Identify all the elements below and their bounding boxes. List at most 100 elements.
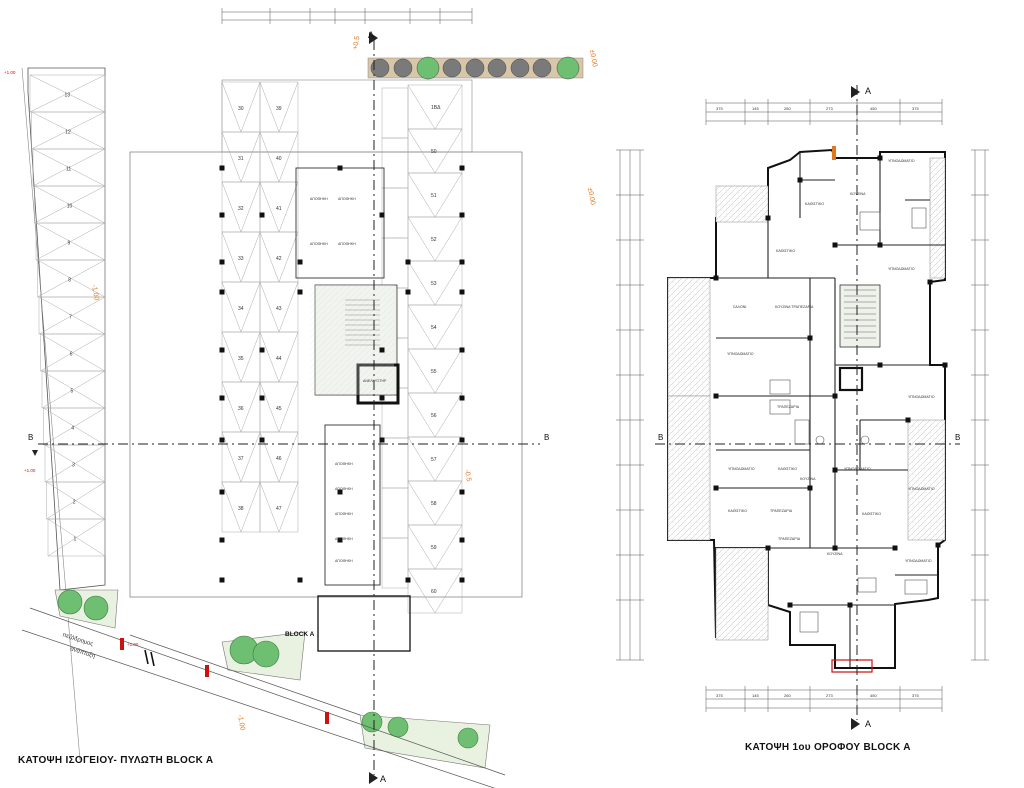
stall-diag xyxy=(240,181,261,233)
stall-cross xyxy=(41,370,106,409)
room-label: ΚΟΥΖΙΝΑ xyxy=(827,552,843,556)
stall-diag xyxy=(221,431,242,483)
stall-number: 37 xyxy=(238,456,244,462)
level-mark: +0.5 xyxy=(352,35,361,50)
column xyxy=(297,577,303,583)
dim-label: 273 xyxy=(826,693,833,698)
stall-number: 30 xyxy=(238,106,244,112)
upper-courtyard xyxy=(221,79,473,153)
stall-diag xyxy=(278,281,299,333)
storage-label: ΑΠΟΘΗΚΗ xyxy=(310,242,328,246)
room-label: ΤΡΑΠΕΖΑΡΙΑ xyxy=(778,537,801,541)
stall-diag xyxy=(240,131,261,183)
ramp-hatch xyxy=(310,285,394,395)
storage-label: ΑΠΟΘΗΚΗ xyxy=(335,559,353,563)
stall-number: 9 xyxy=(68,241,71,247)
stall-number: 60 xyxy=(431,589,437,595)
room-label: ΚΑΘΙΣΤΙΚΟ xyxy=(778,467,797,471)
stall-number: 39 xyxy=(276,106,282,112)
section-mark-b: B xyxy=(544,433,549,442)
column xyxy=(459,289,465,295)
room-label: ΚΟΥΖΙΝΑ ΤΡΑΠΕΖΑΡΙΑ xyxy=(775,305,814,309)
column xyxy=(405,289,411,295)
stall-diag xyxy=(407,260,436,306)
storage-label: ΑΠΟΘΗΚΗ xyxy=(335,487,353,491)
column xyxy=(713,275,719,281)
stair-treads-first xyxy=(844,289,876,339)
room-label: ΚΑΘΙΣΤΙΚΟ xyxy=(776,249,795,253)
dim-label: 273 xyxy=(826,106,833,111)
stall-diag xyxy=(259,281,280,333)
tree xyxy=(393,58,413,78)
stall-diag xyxy=(221,181,242,233)
stall-cross xyxy=(35,222,106,261)
stall-diag xyxy=(278,181,299,233)
stall-diag xyxy=(221,81,242,133)
stall-number: 52 xyxy=(431,237,437,243)
first-floor-plan xyxy=(616,85,989,730)
first-floor-caption: ΚΑΤΟΨΗ 1ου ΟΡΟΦΟΥ BLOCK A xyxy=(745,742,911,753)
column xyxy=(379,395,385,401)
storage-label: ΑΠΟΘΗΚΗ xyxy=(338,242,356,246)
stall-diag xyxy=(407,524,436,570)
dim-lines-first xyxy=(619,102,986,709)
column xyxy=(297,259,303,265)
level-mark: -0.5 xyxy=(463,469,472,482)
column xyxy=(219,347,225,353)
dim-label: 450 xyxy=(870,693,877,698)
column xyxy=(219,259,225,265)
stall-diag xyxy=(240,331,261,383)
bottom-entrance xyxy=(831,659,873,673)
stall-diag xyxy=(221,331,242,383)
stall-diag xyxy=(407,348,436,394)
dim-label: 145 xyxy=(752,106,759,111)
column xyxy=(219,537,225,543)
dim-label: 375 xyxy=(716,693,723,698)
stall xyxy=(381,487,409,539)
stall-cross xyxy=(34,185,106,224)
storage-label: ΑΠΟΘΗΚΗ xyxy=(335,537,353,541)
bottom-core xyxy=(317,595,411,652)
stall-number: 2 xyxy=(73,500,76,506)
tree xyxy=(442,58,462,78)
balcony-left-lower xyxy=(667,395,711,541)
tree xyxy=(532,58,552,78)
right-parking-stalls xyxy=(381,84,463,614)
column xyxy=(219,577,225,583)
planter-top xyxy=(367,56,584,80)
stall-diag xyxy=(434,216,463,262)
dim-label: 260 xyxy=(784,693,791,698)
stall-number: 42 xyxy=(276,256,282,262)
stall-number: 45 xyxy=(276,406,282,412)
stall-number: 11 xyxy=(66,167,71,173)
storage-block-lower xyxy=(324,424,381,586)
room-label: ΥΠΝΟΔΩΜΑΤΙΟ xyxy=(728,467,755,471)
column xyxy=(337,537,343,543)
column xyxy=(337,489,343,495)
street-markers xyxy=(120,638,329,724)
stall-diag xyxy=(278,231,299,283)
stall xyxy=(381,187,409,239)
dim-label: 450 xyxy=(870,106,877,111)
stall-diag xyxy=(434,260,463,306)
level-mark: -1.00 xyxy=(236,714,246,731)
stall xyxy=(47,518,106,557)
room-label: ΚΑΘΙΣΤΙΚΟ xyxy=(728,509,747,513)
column xyxy=(459,165,465,171)
stall-number: 32 xyxy=(238,206,244,212)
stall-diag xyxy=(434,480,463,526)
balcony-right xyxy=(907,419,946,541)
site-boundary xyxy=(27,67,106,591)
drawing-labels: 1312111098765432130313233343536373839404… xyxy=(4,30,960,784)
dim-label: 145 xyxy=(752,693,759,698)
tree-bm-2 xyxy=(252,640,280,668)
stall-number: 44 xyxy=(276,356,282,362)
column xyxy=(832,393,838,399)
stall-diag xyxy=(259,331,280,383)
stall-number: 8 xyxy=(68,278,71,284)
stall-number: 5 xyxy=(71,389,74,395)
tree xyxy=(510,58,530,78)
stall-cross xyxy=(47,518,106,557)
stall-diag xyxy=(221,131,242,183)
column xyxy=(942,362,948,368)
